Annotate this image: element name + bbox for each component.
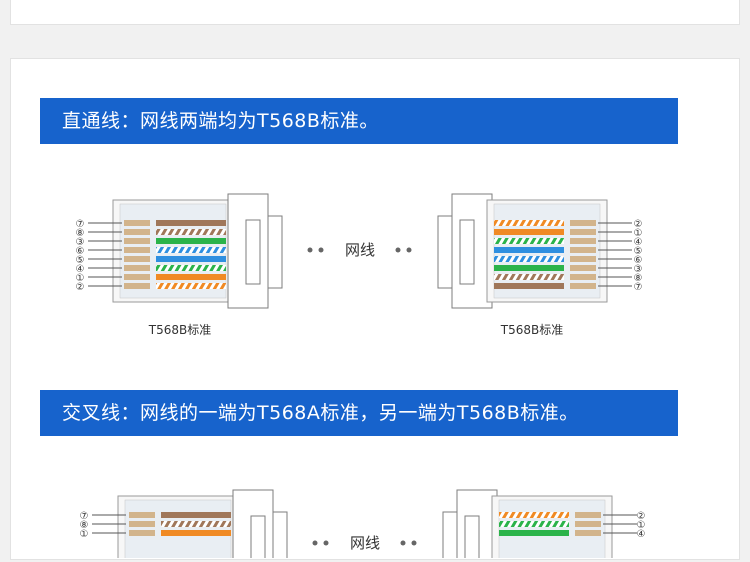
svg-text:①: ① (637, 520, 646, 531)
svg-text:⑤: ⑤ (76, 255, 85, 266)
right-standard-caption: T568B标准 (500, 323, 563, 337)
svg-text:②: ② (634, 219, 643, 230)
svg-text:①: ① (76, 273, 85, 284)
section-title-straight: 直通线：网线两端均为T568B标准。 (40, 98, 678, 144)
crossover-cable-diagram: ⑦ ⑧ ① 网线 ② ① ④ (40, 478, 680, 562)
svg-text:⑤: ⑤ (634, 246, 643, 257)
svg-text:②: ② (76, 282, 85, 293)
left-standard-caption: T568B标准 (148, 323, 211, 337)
svg-text:⑦: ⑦ (76, 219, 85, 230)
top-card (10, 0, 740, 25)
svg-text:①: ① (634, 228, 643, 239)
svg-text:③: ③ (634, 264, 643, 275)
right-connector-crossover (442, 489, 637, 562)
middle-label-crossover: 网线 (312, 534, 417, 552)
right-connector (437, 193, 632, 309)
right-pin-numbers: ② ① ④ ⑤ ⑥ ③ ⑧ ⑦ (634, 219, 643, 293)
cable-label: 网线 (350, 534, 380, 552)
svg-text:①: ① (80, 529, 89, 540)
left-connector (88, 193, 283, 309)
straight-cable-diagram: ⑦ ⑧ ③ ⑥ ⑤ ④ ① ② T568B标准 网线 (40, 180, 680, 350)
svg-text:⑦: ⑦ (634, 282, 643, 293)
cable-label: 网线 (345, 241, 375, 259)
svg-text:④: ④ (634, 237, 643, 248)
svg-text:⑧: ⑧ (76, 228, 85, 239)
svg-text:④: ④ (76, 264, 85, 275)
right-pin-numbers-crossover: ② ① ④ (637, 511, 646, 540)
svg-text:④: ④ (637, 529, 646, 540)
left-pin-numbers-crossover: ⑦ ⑧ ① (80, 511, 89, 540)
svg-text:⑧: ⑧ (634, 273, 643, 284)
svg-text:⑦: ⑦ (80, 511, 89, 522)
section-title-crossover: 交叉线：网线的一端为T568A标准，另一端为T568B标准。 (40, 390, 678, 436)
svg-text:⑧: ⑧ (80, 520, 89, 531)
middle-label: 网线 (307, 241, 412, 259)
svg-text:⑥: ⑥ (76, 246, 85, 257)
svg-text:②: ② (637, 511, 646, 522)
left-connector-crossover (92, 489, 288, 562)
svg-text:⑥: ⑥ (634, 255, 643, 266)
svg-text:③: ③ (76, 237, 85, 248)
left-pin-numbers: ⑦ ⑧ ③ ⑥ ⑤ ④ ① ② (76, 219, 85, 293)
